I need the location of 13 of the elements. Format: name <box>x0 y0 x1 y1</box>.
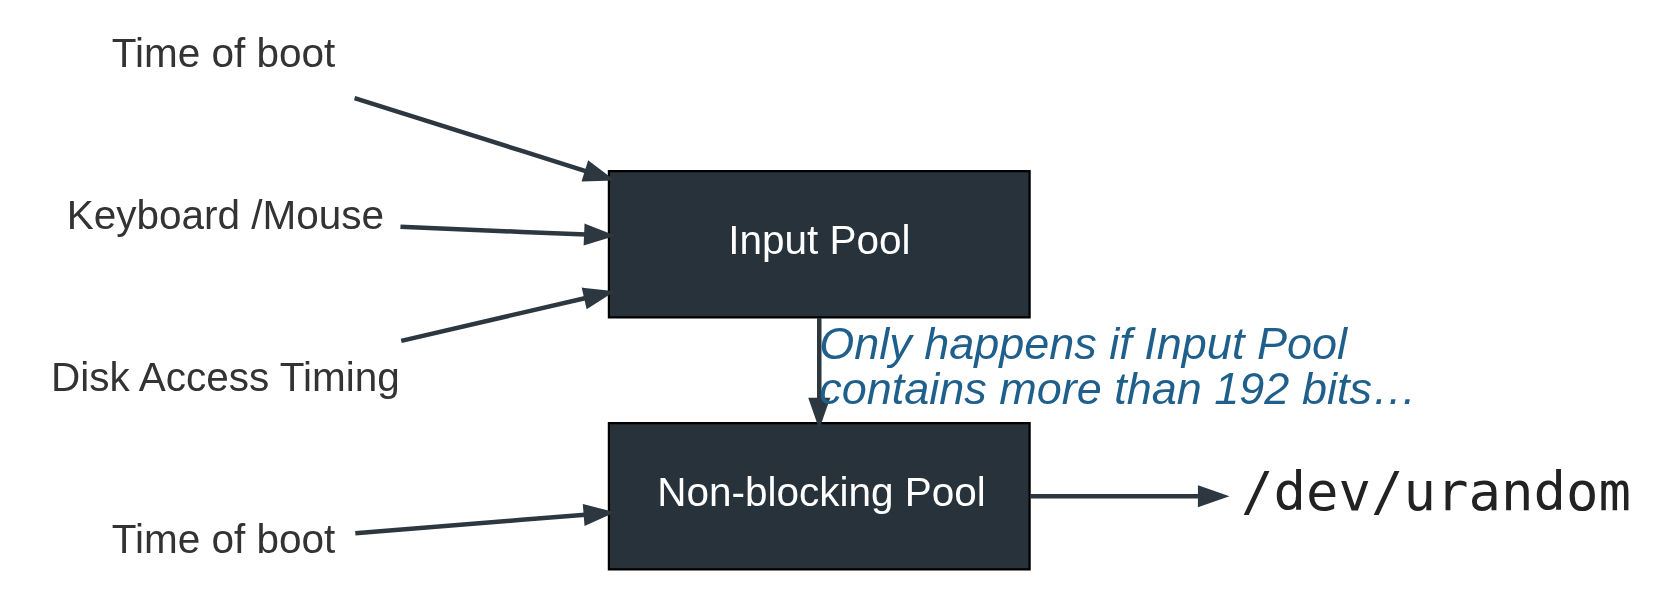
node-box: Input Pool <box>607 170 1031 319</box>
arrow <box>1030 485 1230 508</box>
node-text: Keyboard /Mouse <box>66 192 385 239</box>
arrow <box>353 95 615 182</box>
arrow <box>355 503 616 536</box>
arrow <box>808 318 831 430</box>
node-box: Non-blocking Pool <box>607 422 1031 571</box>
node-text: Disk Access Timing <box>51 354 400 401</box>
arrow <box>400 223 616 246</box>
node-text: Time of boot <box>111 516 336 563</box>
node-text: Time of boot <box>111 30 336 77</box>
arrow <box>400 287 615 344</box>
node-text: /dev/urandom <box>1241 460 1632 524</box>
